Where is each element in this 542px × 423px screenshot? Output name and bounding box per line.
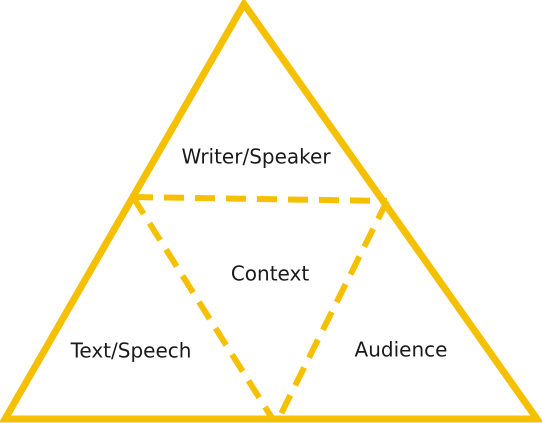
inner-top-edge xyxy=(132,194,388,204)
label-text-speech: Text/Speech xyxy=(70,339,192,363)
label-context: Context xyxy=(231,262,310,286)
inner-right-edge xyxy=(276,199,390,420)
label-audience: Audience xyxy=(355,338,448,362)
label-writer-speaker: Writer/Speaker xyxy=(181,145,331,169)
inner-left-edge xyxy=(130,195,275,420)
inner-dashed-triangle xyxy=(130,194,390,420)
